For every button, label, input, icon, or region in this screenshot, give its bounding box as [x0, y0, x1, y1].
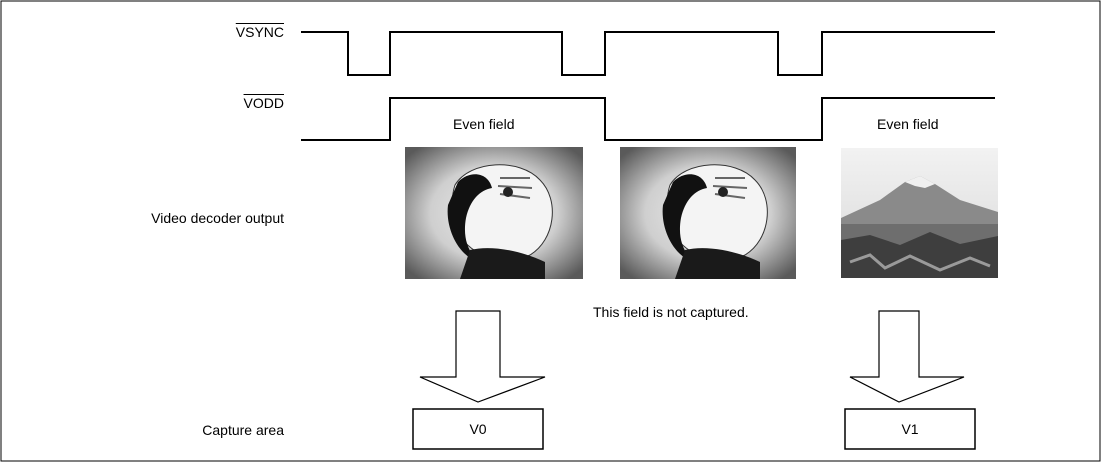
field-image-parrot-1: [405, 147, 583, 279]
capture-box-v1-label: V1: [901, 421, 919, 437]
field-image-mountain: [841, 148, 998, 278]
capture-arrow-v1: [849, 310, 965, 403]
vodd-waveform: [301, 97, 995, 141]
capture-box-v0: [412, 408, 544, 450]
capture-box-v1: [844, 408, 976, 450]
not-captured-note: This field is not captured.: [593, 304, 749, 320]
vsync-label: VSYNC: [235, 24, 284, 40]
vodd-label: VODD: [243, 95, 284, 111]
vsync-waveform: [301, 31, 995, 76]
field-label-1: Even field: [453, 116, 515, 132]
capture-area-label: Capture area: [202, 422, 284, 438]
video-decoder-output-label: Video decoder output: [151, 210, 284, 226]
capture-arrow-v0: [419, 310, 546, 403]
capture-box-v0-label: V0: [469, 421, 487, 437]
field-image-parrot-2: [620, 147, 796, 279]
field-label-3: Even field: [877, 116, 939, 132]
